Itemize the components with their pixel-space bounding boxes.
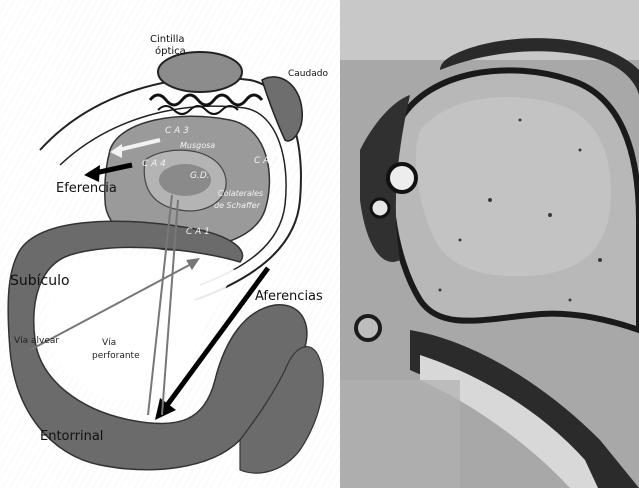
aferencias-label: Aferencias [255, 289, 323, 304]
entorrinal-label: Entorrinal [40, 429, 103, 444]
colaterales-label-line1: Colaterales [218, 189, 263, 198]
caudado-label: Caudado [288, 69, 328, 79]
subiculo-label: Subículo [10, 273, 70, 289]
optic-tract-shape [158, 52, 242, 92]
vessel-3 [356, 316, 380, 340]
ca1-label: C A 1 [186, 227, 210, 237]
ca4-label: C A 4 [142, 159, 166, 169]
via-perforante-label-line1: Vía [102, 338, 116, 348]
hippocampus-diagram: Cintilla óptica Caudado C A 3 C A 4 C A … [0, 0, 340, 488]
vessel-2 [371, 199, 389, 217]
histology-section-image [340, 0, 639, 488]
musgosa-label-line2: G.D. [190, 171, 210, 181]
cintilla-label-line2: óptica [155, 45, 186, 57]
cintilla-label-line1: Cintilla [150, 34, 184, 45]
via-alvear-label: Vía alvear [14, 336, 59, 346]
vessel-1 [388, 164, 416, 192]
ca2-label: C A 2 [254, 156, 278, 166]
left-gray-region [340, 380, 460, 488]
via-perforante-label-line2: perforante [92, 351, 140, 361]
colaterales-label-line2: de Schaffer [214, 201, 261, 210]
tissue-highlight [416, 97, 611, 276]
ca3-label: C A 3 [165, 126, 189, 136]
musgosa-label-line1: Musgosa [180, 141, 215, 150]
eferencia-label: Eferencia [56, 181, 117, 196]
